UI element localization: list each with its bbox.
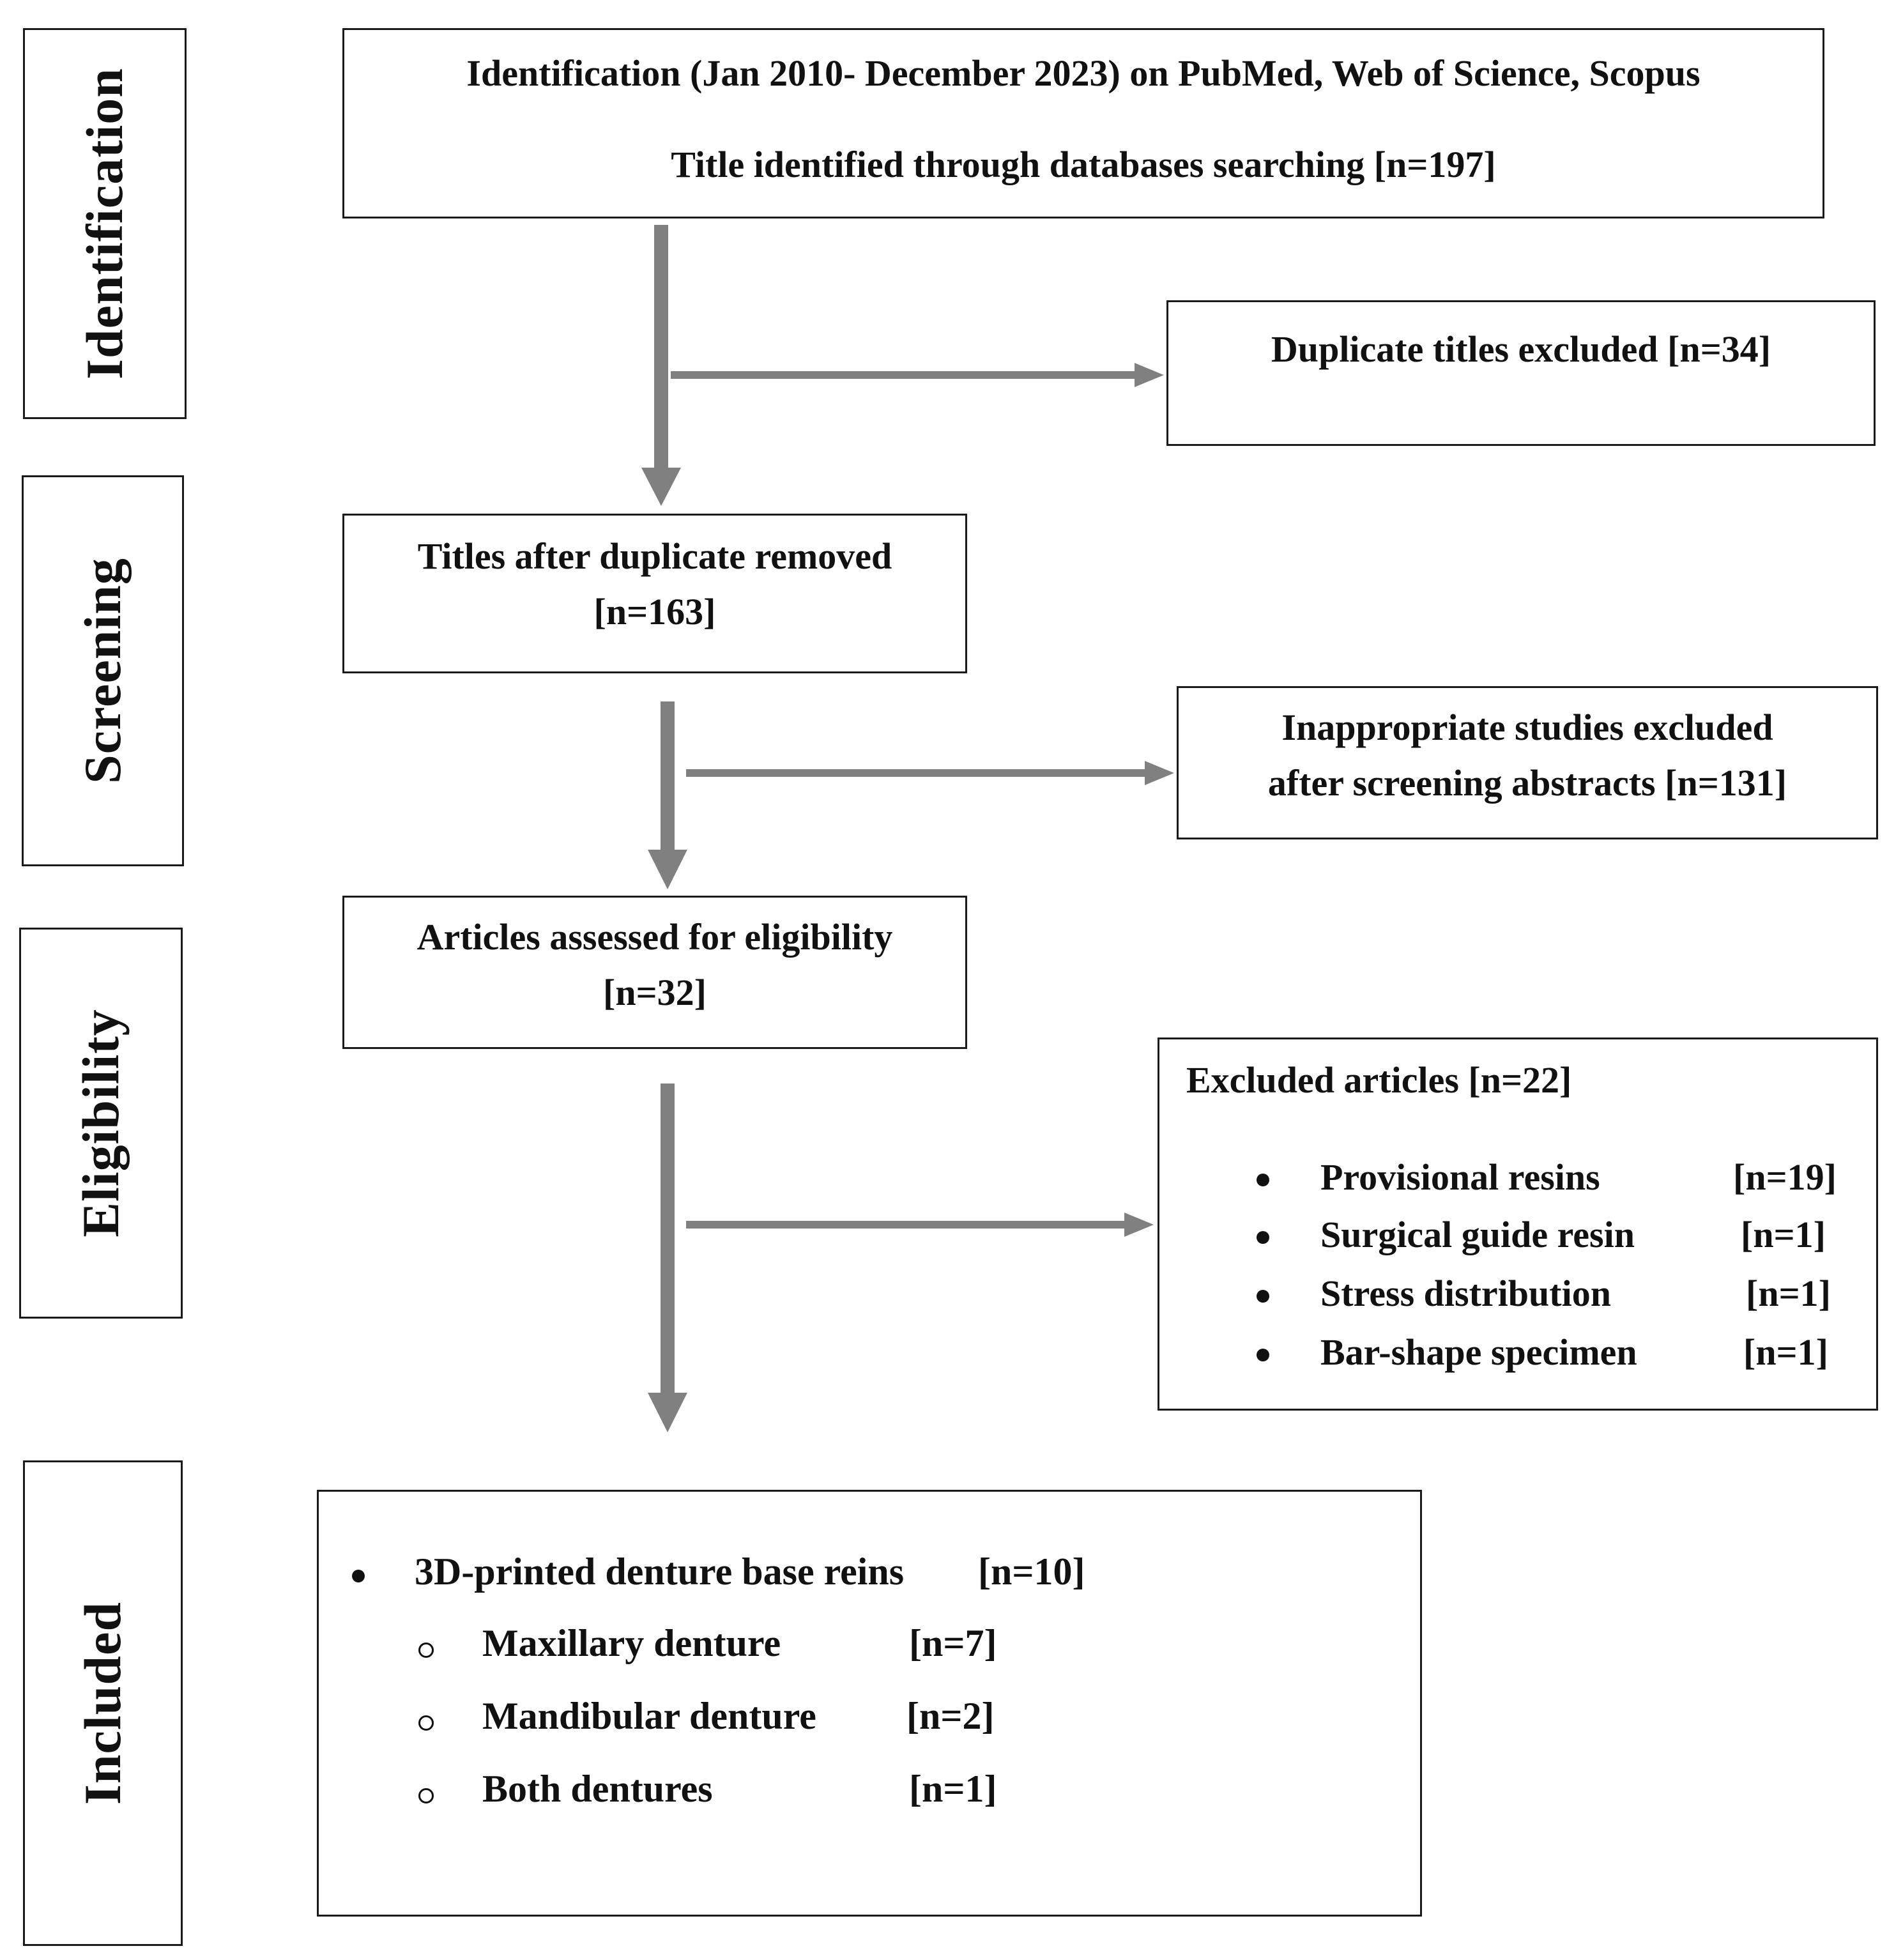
included-sub-label: Mandibular denture xyxy=(482,1695,816,1737)
arrow-branch-excluded xyxy=(686,1213,1154,1237)
identification-box: Identification (Jan 2010- December 2023)… xyxy=(342,28,1824,218)
arrow-branch-inappropriate xyxy=(686,761,1174,785)
identification-line-1: Identification (Jan 2010- December 2023)… xyxy=(466,52,1700,94)
excluded-item-count: [n=19] xyxy=(1733,1156,1837,1198)
included-box: 3D-printed denture base reins [n=10] Max… xyxy=(317,1490,1422,1917)
included-sub-count: [n=1] xyxy=(909,1768,997,1810)
arrow-main-1 xyxy=(641,225,681,506)
included-sub-count: [n=2] xyxy=(906,1695,995,1737)
excluded-item-label: Provisional resins xyxy=(1320,1156,1600,1198)
included-sub-count: [n=7] xyxy=(909,1622,997,1664)
after-duplicates-line-1: Titles after duplicate removed xyxy=(417,535,892,577)
arrow-main-2 xyxy=(648,701,687,889)
circle-bullet-icon xyxy=(418,1788,434,1803)
inappropriate-line-1: Inappropriate studies excluded xyxy=(1281,707,1773,748)
excluded-articles-box: Excluded articles [n=22] Provisional res… xyxy=(1158,1037,1878,1411)
excluded-item-label: Stress distribution xyxy=(1320,1273,1611,1314)
bullet-icon xyxy=(1257,1290,1269,1303)
excluded-item-label: Bar-shape specimen xyxy=(1320,1331,1637,1373)
stage-eligibility: Eligibility xyxy=(19,928,183,1319)
after-duplicates-line-2: [n=163] xyxy=(593,591,716,632)
arrow-main-3 xyxy=(648,1083,687,1432)
bullet-icon xyxy=(1257,1174,1269,1186)
included-sub-label: Maxillary denture xyxy=(482,1622,781,1664)
arrow-branch-duplicates xyxy=(671,363,1164,387)
circle-bullet-icon xyxy=(418,1642,434,1658)
after-duplicates-box: Titles after duplicate removed [n=163] xyxy=(342,514,967,673)
bullet-icon xyxy=(352,1570,365,1582)
bullet-icon xyxy=(1257,1349,1269,1361)
identification-line-2: Title identified through databases searc… xyxy=(671,144,1496,185)
excluded-item-count: [n=1] xyxy=(1743,1331,1828,1373)
eligibility-box: Articles assessed for eligibility [n=32] xyxy=(342,896,967,1049)
stage-identification: Identification xyxy=(23,28,187,419)
excluded-heading: Excluded articles [n=22] xyxy=(1186,1059,1572,1101)
included-sub-label: Both dentures xyxy=(482,1768,713,1810)
stage-included: Included xyxy=(23,1460,183,1946)
circle-bullet-icon xyxy=(418,1715,434,1731)
eligibility-line-2: [n=32] xyxy=(603,972,707,1013)
duplicates-excluded-text: Duplicate titles excluded [n=34] xyxy=(1271,328,1771,370)
eligibility-line-1: Articles assessed for eligibility xyxy=(417,916,893,958)
stage-screening: Screening xyxy=(22,475,184,866)
inappropriate-excluded-box: Inappropriate studies excluded after scr… xyxy=(1177,686,1878,839)
included-main-label: 3D-printed denture base reins xyxy=(415,1550,905,1593)
bullet-icon xyxy=(1257,1231,1269,1244)
included-main-count: [n=10] xyxy=(978,1550,1085,1593)
excluded-item-count: [n=1] xyxy=(1746,1273,1831,1314)
duplicates-excluded-box: Duplicate titles excluded [n=34] xyxy=(1166,300,1876,446)
excluded-item-count: [n=1] xyxy=(1741,1214,1826,1255)
excluded-item-label: Surgical guide resin xyxy=(1320,1214,1635,1255)
inappropriate-line-2: after screening abstracts [n=131] xyxy=(1267,762,1787,804)
